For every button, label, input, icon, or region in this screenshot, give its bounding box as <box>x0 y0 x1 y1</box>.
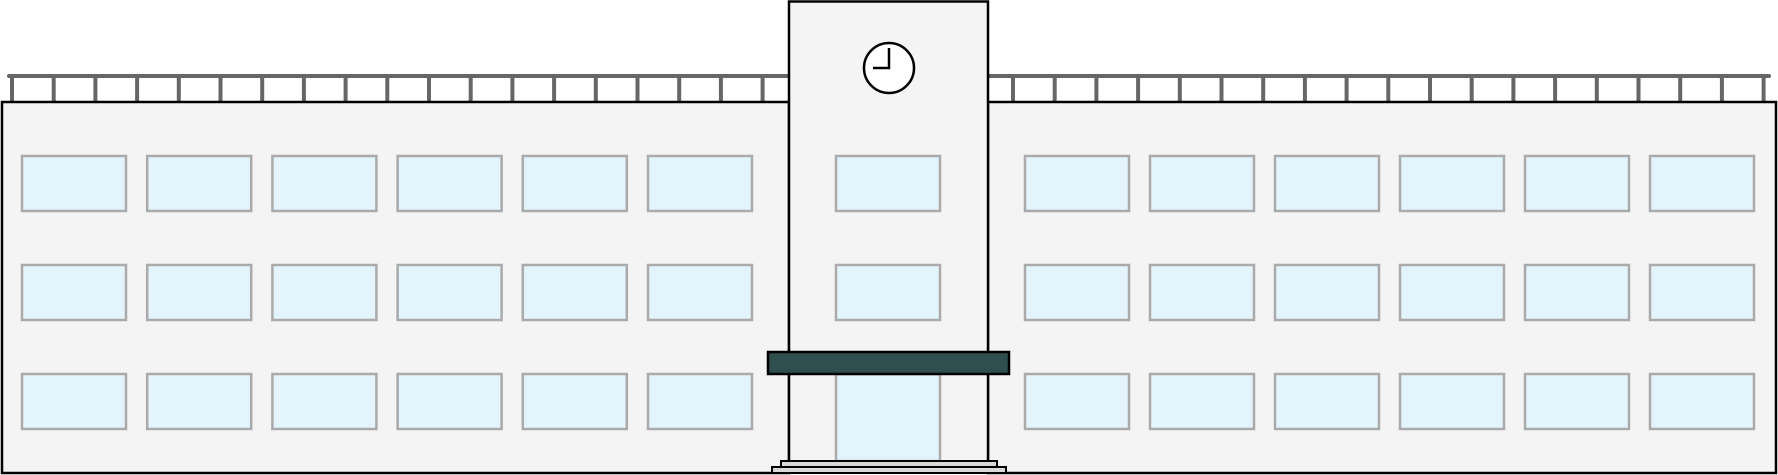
window <box>1523 263 1631 322</box>
clock-icon <box>862 41 916 95</box>
window <box>396 154 503 213</box>
tower-window <box>834 154 942 213</box>
window <box>1648 263 1756 322</box>
entrance-canopy <box>766 350 1011 376</box>
window <box>1648 372 1756 431</box>
roof-railing <box>7 74 1771 102</box>
window <box>145 372 253 431</box>
window <box>521 154 629 213</box>
window <box>1273 372 1381 431</box>
window <box>271 154 378 213</box>
window <box>20 372 128 431</box>
window <box>1273 154 1381 213</box>
window <box>1148 154 1256 213</box>
windows <box>20 154 1756 431</box>
window <box>271 263 378 322</box>
window <box>1523 372 1631 431</box>
window <box>646 372 754 431</box>
window <box>521 372 629 431</box>
tower-window <box>834 263 942 322</box>
window <box>1648 154 1756 213</box>
window <box>1273 263 1381 322</box>
window <box>1523 154 1631 213</box>
window <box>1398 372 1506 431</box>
window <box>1398 263 1506 322</box>
window <box>145 263 253 322</box>
window <box>1148 263 1256 322</box>
window <box>1148 372 1256 431</box>
window <box>646 263 754 322</box>
entrance-step-lower <box>771 466 1007 474</box>
window <box>271 372 378 431</box>
window <box>1023 154 1131 213</box>
entrance-door <box>834 372 942 463</box>
window <box>521 263 629 322</box>
window <box>1398 154 1506 213</box>
window <box>396 372 503 431</box>
window <box>396 263 503 322</box>
window <box>145 154 253 213</box>
window <box>1023 263 1131 322</box>
window <box>20 154 128 213</box>
window <box>646 154 754 213</box>
window <box>1023 372 1131 431</box>
window <box>20 263 128 322</box>
